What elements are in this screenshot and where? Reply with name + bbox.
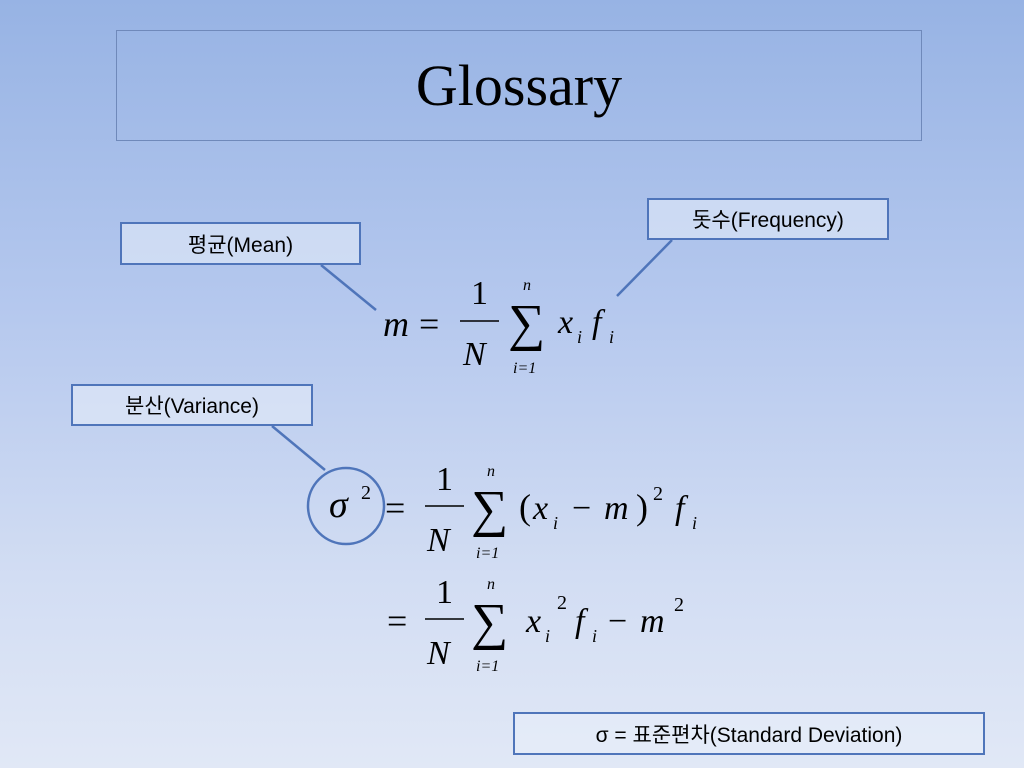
variance2-term-m-sup: 2 — [674, 594, 684, 616]
variance2-denominator: N — [426, 635, 452, 672]
variance2-sigma: ∑ — [471, 594, 508, 651]
variance2-term-f-sub: i — [592, 626, 597, 646]
variance1-sigma: ∑ — [471, 481, 508, 538]
variance2-term-x-sub: i — [545, 626, 550, 646]
variance1-sum-top: n — [487, 463, 495, 480]
variance2-term-x-sup: 2 — [557, 592, 567, 614]
variance1-paren-sup: 2 — [653, 483, 663, 505]
mean-formula: m = 1 N n ∑ i=1 x i f i — [383, 275, 614, 377]
slide-title: Glossary — [415, 53, 623, 118]
variance-label: 분산(Variance) — [71, 384, 313, 426]
mean-connector — [320, 264, 377, 311]
mean-numerator: 1 — [471, 275, 488, 312]
variance2-sum-bottom: i=1 — [476, 658, 499, 675]
variance-formula-line2: = 1 N n ∑ i=1 x i 2 f i − m 2 — [387, 574, 684, 675]
variance-lhs-sup: 2 — [361, 482, 371, 504]
variance2-term-x: x — [525, 603, 541, 640]
mean-sigma: ∑ — [508, 295, 545, 352]
title-box: Glossary — [116, 30, 922, 141]
variance1-close-paren: ) — [636, 487, 648, 527]
variance1-minus: − — [572, 490, 591, 527]
sigma-highlight-circle — [306, 466, 386, 546]
variance2-minus: − — [608, 603, 627, 640]
variance2-sum-top: n — [487, 576, 495, 593]
std-dev-label: σ = 표준편차(Standard Deviation) — [513, 712, 985, 755]
variance1-term-m: m — [604, 490, 629, 527]
mean-sum-top: n — [523, 277, 531, 294]
variance1-numerator: 1 — [436, 461, 453, 498]
mean-equals: = — [419, 304, 439, 344]
variance1-term-f: f — [675, 490, 689, 527]
variance2-term-f: f — [575, 603, 589, 640]
variance1-term-x: x — [532, 490, 548, 527]
mean-term-f-sub: i — [609, 327, 614, 347]
mean-lhs: m — [383, 304, 409, 344]
mean-term-f: f — [592, 304, 606, 341]
mean-label: 평균(Mean) — [120, 222, 361, 265]
mean-term-x-sub: i — [577, 327, 582, 347]
variance-lhs-sigma: σ — [329, 484, 349, 526]
frequency-label: 돗수(Frequency) — [647, 198, 889, 240]
mean-sum-bottom: i=1 — [513, 360, 536, 377]
variance1-term-x-sub: i — [553, 513, 558, 533]
variance-formula-line1: σ 2 = 1 N n ∑ i=1 ( x i − m ) 2 f i — [329, 461, 697, 562]
variance1-equals: = — [385, 488, 405, 528]
mean-denominator: N — [462, 336, 488, 373]
variance1-open-paren: ( — [519, 487, 531, 527]
variance1-sum-bottom: i=1 — [476, 545, 499, 562]
variance1-denominator: N — [426, 522, 452, 559]
mean-term-x: x — [557, 304, 573, 341]
variance2-equals: = — [387, 601, 407, 641]
variance1-term-f-sub: i — [692, 513, 697, 533]
frequency-connector — [616, 239, 673, 297]
variance2-numerator: 1 — [436, 574, 453, 611]
variance2-term-m: m — [640, 603, 665, 640]
variance-connector — [271, 425, 326, 471]
